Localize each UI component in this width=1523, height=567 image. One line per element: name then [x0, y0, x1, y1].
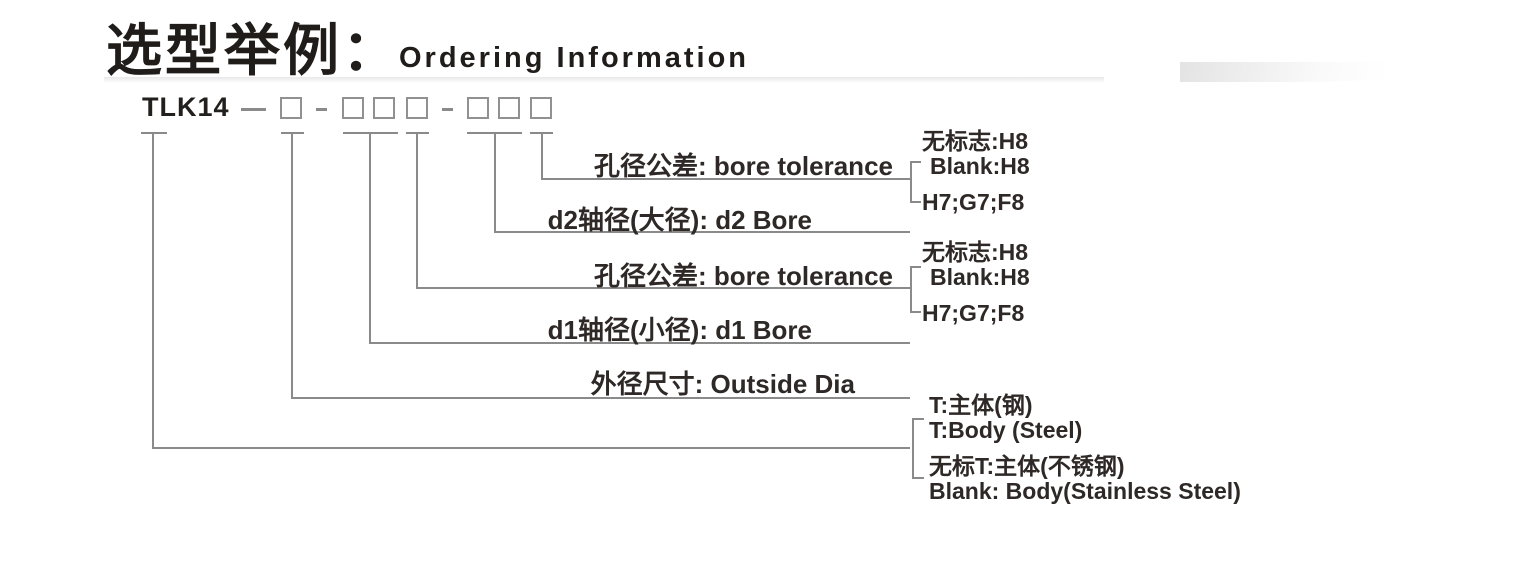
option-h7-g7-f8: H7;G7;F8 [922, 300, 1025, 326]
option-group-body-material: T:主体(钢) T:Body (Steel) 无标T:主体(不锈钢) Blank… [929, 393, 1241, 504]
option-group-d1-bore-tolerance: 无标志:H8 Blank:H8 H7;G7;F8 [922, 240, 1030, 326]
callout-d2-bore: d2轴径(大径): d2 Bore [547, 205, 812, 235]
connector-line-d1-bore [369, 133, 910, 344]
corner-shadow [1180, 62, 1440, 82]
connector-line-outside-dia [291, 133, 910, 399]
option-group-d2-bore-tolerance: 无标志:H8 Blank:H8 H7;G7;F8 [922, 129, 1030, 215]
code-digit-box [342, 97, 364, 119]
option-t-body-steel-zh: T:主体(钢) [929, 392, 1033, 418]
callout-d1-bore-tolerance: 孔径公差: bore tolerance [593, 261, 893, 291]
title-shadow [104, 77, 1104, 83]
options-bracket-body-material [912, 418, 924, 479]
code-separator [316, 108, 327, 111]
callout-d2-bore-tolerance: 孔径公差: bore tolerance [593, 151, 893, 181]
options-bracket-d1-tolerance [910, 266, 921, 313]
page-title-zh: 选型举例： [106, 19, 401, 82]
callout-d1-bore: d1轴径(小径): d1 Bore [547, 315, 812, 345]
code-digit-box [280, 97, 302, 119]
code-digit-box [373, 97, 395, 119]
callout-outside-dia: 外径尺寸: Outside Dia [590, 369, 855, 399]
code-separator [442, 108, 453, 111]
connector-line-d2-tolerance [541, 133, 910, 180]
option-blank-h8: Blank:H8 [930, 153, 1030, 179]
series-code: TLK14 [142, 92, 230, 122]
option-blank-stainless-en: Blank: Body(Stainless Steel) [929, 478, 1241, 504]
option-no-mark-h8: 无标志:H8 [922, 128, 1029, 154]
code-separator-long [241, 108, 266, 111]
connector-tick-series [141, 132, 167, 134]
code-digit-box [467, 97, 489, 119]
option-blank-h8: Blank:H8 [930, 264, 1030, 290]
option-t-body-steel-en: T:Body (Steel) [929, 417, 1083, 443]
code-digit-box [530, 97, 552, 119]
option-h7-g7-f8: H7;G7;F8 [922, 189, 1025, 215]
option-no-mark-h8: 无标志:H8 [922, 239, 1029, 265]
option-blank-stainless-zh: 无标T:主体(不锈钢) [929, 453, 1125, 479]
page-title-en: Ordering Information [399, 42, 749, 74]
connector-line-d2-bore [494, 133, 910, 233]
code-digit-box [498, 97, 520, 119]
code-digit-box [406, 97, 428, 119]
connector-line-d1-tolerance [416, 133, 910, 289]
options-bracket-d2-tolerance [910, 161, 921, 203]
connector-line-body-material [152, 133, 910, 449]
